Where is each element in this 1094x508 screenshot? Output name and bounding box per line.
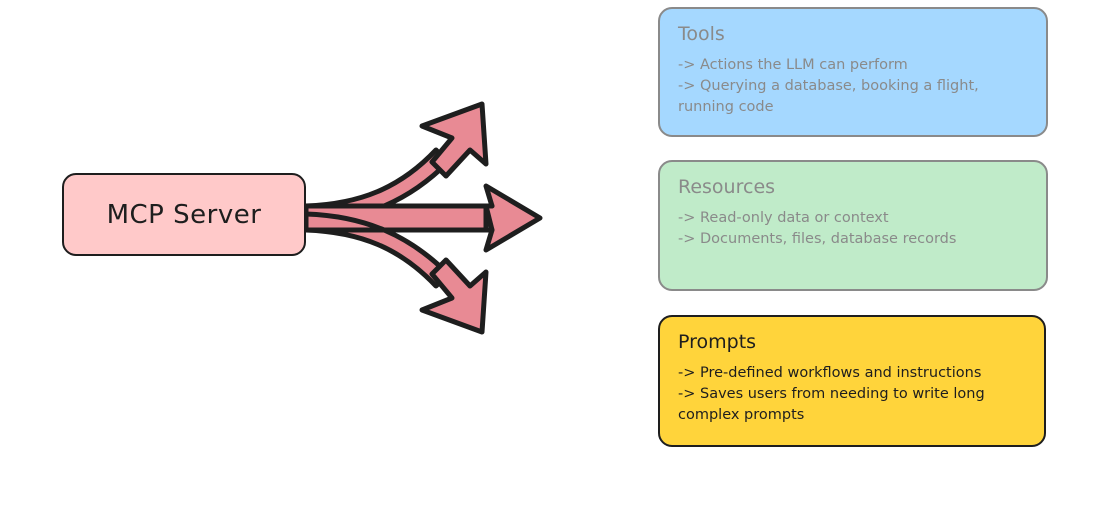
resources-card: Resources -> Read-only data or context -… xyxy=(658,160,1048,291)
tools-line-1: -> Actions the LLM can perform xyxy=(678,57,908,73)
resources-card-lines: -> Read-only data or context -> Document… xyxy=(678,208,1028,250)
prompts-card-lines: -> Pre-defined workflows and instruction… xyxy=(678,363,1026,426)
mcp-server-label: MCP Server xyxy=(106,199,262,230)
tools-card: Tools -> Actions the LLM can perform -> … xyxy=(658,7,1048,137)
upper-arrowhead xyxy=(419,101,489,179)
prompts-card: Prompts -> Pre-defined workflows and ins… xyxy=(658,315,1046,447)
prompts-line-2: -> Saves users from needing to write lon… xyxy=(678,386,985,423)
resources-line-2: -> Documents, files, database records xyxy=(678,231,957,247)
prompts-line-1: -> Pre-defined workflows and instruction… xyxy=(678,365,982,381)
lower-arrowhead xyxy=(419,257,489,335)
tools-card-lines: -> Actions the LLM can perform -> Queryi… xyxy=(678,55,1028,118)
mcp-server-node: MCP Server xyxy=(62,173,306,256)
tools-card-title: Tools xyxy=(678,23,725,45)
resources-line-1: -> Read-only data or context xyxy=(678,210,889,226)
tools-line-2: -> Querying a database, booking a flight… xyxy=(678,78,979,115)
prompts-card-title: Prompts xyxy=(678,331,757,353)
middle-arrowhead xyxy=(483,183,543,253)
resources-card-title: Resources xyxy=(678,176,776,198)
